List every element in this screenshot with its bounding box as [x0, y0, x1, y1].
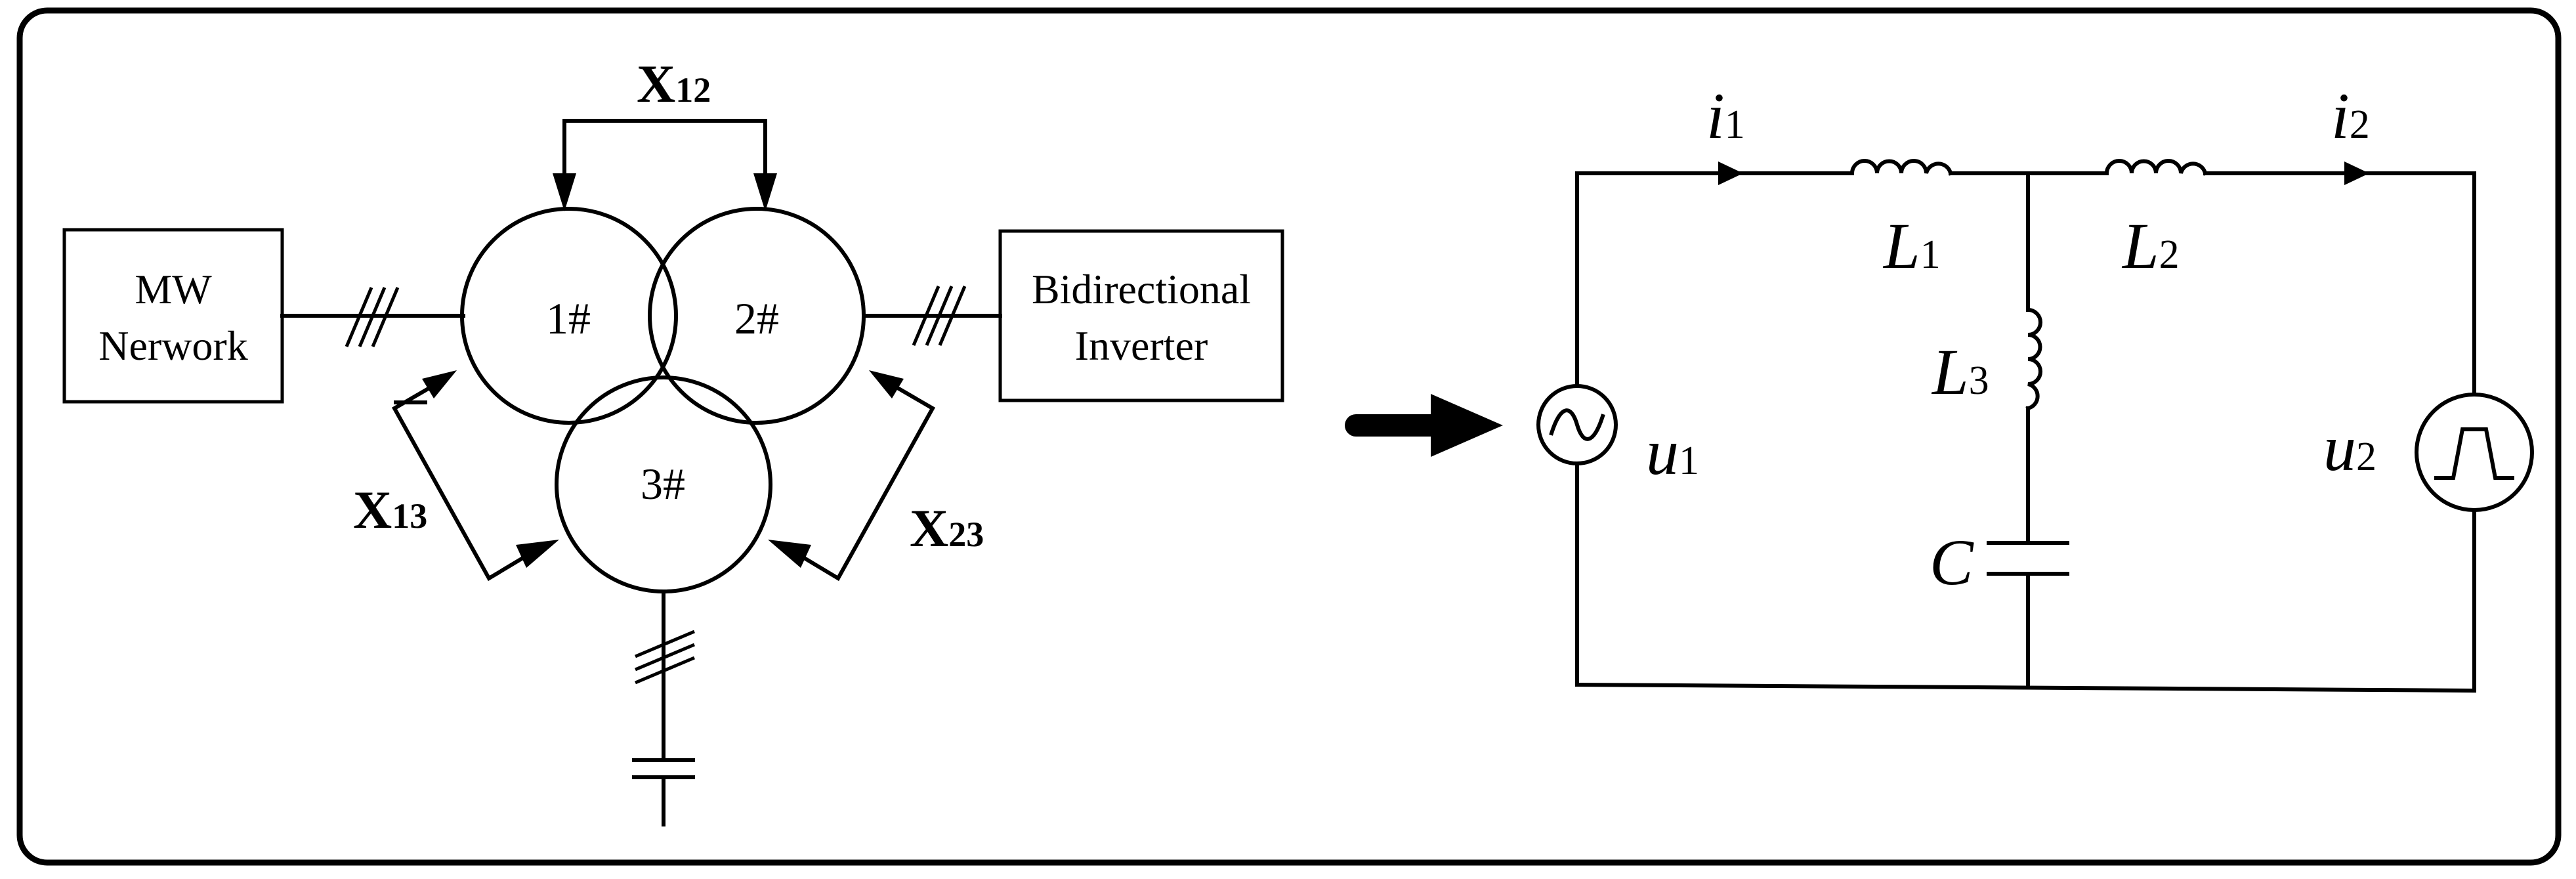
label-l3: L3: [1931, 335, 1989, 408]
inductor-l1: [1849, 159, 1953, 176]
x12-bracket: [562, 119, 767, 176]
transformer-diagram: MW Nerwork Bidirectional Inverter 1# 2# …: [62, 54, 1284, 826]
three-phase-mark-bottom: [635, 630, 695, 685]
inverter-label-line2: Inverter: [1075, 322, 1208, 369]
winding-1-label: 1#: [546, 293, 591, 343]
wire-bottom: [1574, 682, 2477, 693]
sine-wave-icon: [1549, 408, 1605, 441]
x13-line: [391, 384, 528, 582]
label-l1: L1: [1882, 209, 1941, 282]
x23-label: X23: [910, 498, 984, 558]
x23-line: [799, 384, 936, 582]
outer-frame: [16, 7, 2562, 866]
x23-arrowhead-top: [869, 370, 904, 398]
winding-2-label: 2#: [734, 293, 779, 343]
current-arrow-i2: [2344, 161, 2369, 185]
mw-network-box: [62, 228, 284, 404]
pulse-waveform-icon: [2434, 427, 2514, 480]
label-l2: L2: [2121, 209, 2180, 282]
inductor-l2: [2104, 159, 2208, 176]
current-arrow-i1: [1718, 161, 1743, 185]
x13-label: X13: [353, 480, 427, 540]
label-i1: i1: [1706, 79, 1745, 152]
three-phase-mark-left: [345, 287, 400, 347]
inductor-l3: [2025, 307, 2042, 411]
x13-arrowhead-top: [422, 370, 457, 398]
winding-3-label: 3#: [641, 459, 685, 509]
x12-arrowhead-left: [553, 173, 576, 211]
ac-source-u1: [1536, 384, 1618, 465]
lcl-circuit: i1 i2 L1 L2 L3 C u1 u2: [1536, 79, 2534, 693]
bidirectional-inverter-box: [998, 229, 1284, 402]
label-i2: i2: [2331, 79, 2370, 152]
label-u2: u2: [2323, 412, 2376, 484]
winding-1-circle: [460, 207, 678, 425]
inverter-label-line1: Bidirectional: [1032, 266, 1251, 312]
pulse-source-u2: [2415, 393, 2534, 512]
x13-arrowhead-bottom: [516, 540, 559, 568]
three-phase-mark-right: [912, 286, 967, 346]
label-c: C: [1930, 526, 1974, 599]
mw-network-label-line1: MW: [135, 266, 212, 312]
winding-2-circle: [648, 207, 866, 425]
label-u1: u1: [1646, 416, 1699, 488]
transform-arrow: [1345, 394, 1503, 457]
mw-network-label-line2: Nerwork: [98, 322, 247, 369]
x12-arrowhead-right: [753, 173, 777, 211]
x23-arrowhead-bottom: [768, 540, 811, 568]
x12-label: X12: [637, 54, 711, 114]
